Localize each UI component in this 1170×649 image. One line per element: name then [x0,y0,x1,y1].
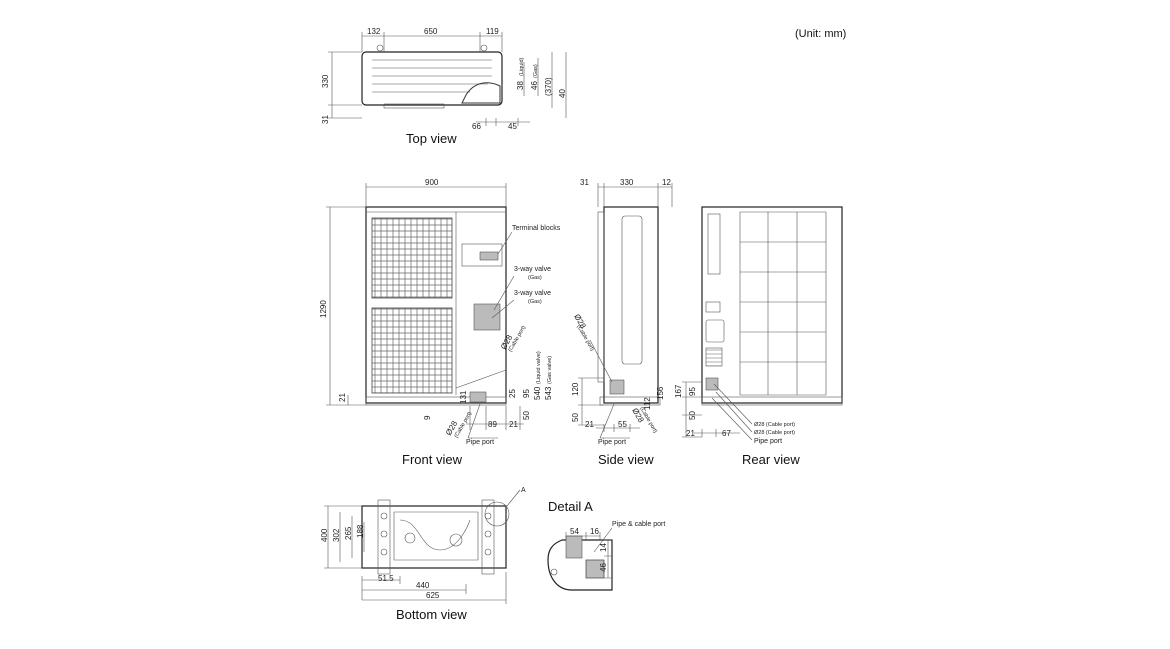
side-dim-55: 55 [618,420,627,429]
front-gas-valve: (Gas valve) [547,356,553,384]
front-dim-1290: 1290 [319,300,328,318]
detail-a: Detail A Pipe & cable port 54 16 14 46 [547,499,665,591]
detail-pipe-cable-port: Pipe & cable port [612,521,665,528]
front-pipe-port: Pipe port [466,439,494,446]
top-dim-45: 45 [508,122,517,131]
side-dim-12: 12 [662,178,671,187]
front-dim-900: 900 [425,178,439,187]
bottom-view: A 400 302 265 188 51.5 440 625 Bottom vi… [320,487,526,622]
side-view: 31 330 12 120 50 21 55 112 156 Ø28 (Cabl… [571,178,673,467]
side-pipe-port: Pipe port [598,439,626,446]
top-dim-66: 66 [472,122,481,131]
detail-dim-46: 46 [599,563,608,572]
front-dim-25: 25 [508,389,517,398]
top-liquid: (Liquid) [519,57,525,76]
side-dim-330: 330 [620,178,634,187]
front-dim-50: 50 [522,411,531,420]
front-dim-95: 95 [522,389,531,398]
front-view-caption: Front view [402,452,463,467]
bottom-dim-440: 440 [416,581,430,590]
side-dim-112: 112 [643,397,652,410]
rear-dim-67: 67 [722,429,731,438]
rear-dim-95: 95 [688,387,697,396]
top-gas: (Gas) [533,64,539,78]
rear-dim-21: 21 [686,429,695,438]
side-dim-120: 120 [571,382,580,396]
front-valve-1: 3-way valve [514,266,551,273]
front-dim-21: 21 [338,393,347,402]
top-dim-650: 650 [424,27,438,36]
side-dim-50: 50 [571,413,580,422]
top-dim-31: 31 [321,115,330,124]
top-dim-40: 40 [558,89,567,98]
top-dim-370: (370) [544,77,553,96]
front-dim-21b: 21 [509,420,518,429]
bottom-view-caption: Bottom view [396,607,467,622]
rear-view: 167 95 50 21 67 Ø28 (Cable port) Ø28 (Ca… [674,206,843,467]
front-valve-1-sub: (Gas) [528,275,542,281]
top-dim-46: 46 [530,81,539,90]
front-dim-543: 543 [544,386,553,400]
rear-cable-port-1: Ø28 (Cable port) [754,422,795,428]
front-valve-2: 3-way valve [514,290,551,297]
top-view: 132 650 119 330 31 66 45 38 (Liquid) 46 … [321,27,567,146]
bottom-detail-marker: A [521,487,526,494]
side-cable-port-a: (Cable port) [575,324,595,352]
bottom-dim-400: 400 [320,528,329,542]
rear-view-caption: Rear view [742,452,800,467]
detail-dim-16: 16 [590,527,599,536]
bottom-dim-302: 302 [332,528,341,542]
top-dim-38: 38 [516,81,525,90]
detail-dim-54: 54 [570,527,579,536]
detail-a-caption: Detail A [548,499,593,514]
side-dim-156: 156 [656,386,665,400]
side-view-caption: Side view [598,452,654,467]
unit-note: (Unit: mm) [795,28,846,40]
front-dim-540: 540 [533,386,542,400]
bottom-dim-625: 625 [426,591,440,600]
side-dim-31: 31 [580,178,589,187]
front-terminal-blocks: Terminal blocks [512,225,561,232]
front-dim-131: 131 [459,390,468,404]
rear-dim-167: 167 [674,384,683,398]
rear-cable-port-2: Ø28 (Cable port) [754,430,795,436]
top-view-caption: Top view [406,131,457,146]
rear-pipe-port: Pipe port [754,438,782,445]
top-dim-330: 330 [321,74,330,88]
front-liquid-valve: (Liquid valve) [536,351,542,384]
top-dim-132: 132 [367,27,381,36]
front-dim-89: 89 [488,420,497,429]
bottom-dim-265: 265 [344,526,353,540]
top-dim-119: 119 [486,27,499,36]
bottom-dim-188: 188 [356,524,365,538]
front-view: Terminal blocks 3-way valve (Gas) 3-way … [319,178,561,467]
rear-dim-50: 50 [688,411,697,420]
front-valve-2-sub: (Gas) [528,299,542,305]
side-dim-21: 21 [585,420,594,429]
detail-dim-14: 14 [599,543,608,552]
front-dim-9: 9 [423,415,432,420]
bottom-dim-51-5: 51.5 [378,574,394,583]
